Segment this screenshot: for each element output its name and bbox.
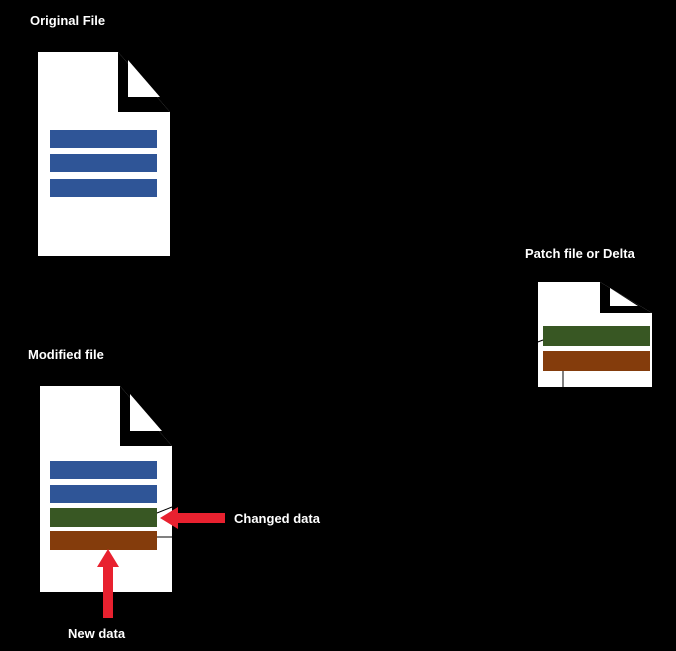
original-data-row-3 — [50, 179, 157, 197]
changed-data-label: Changed data — [234, 511, 321, 526]
modified-data-row-2 — [50, 485, 157, 503]
changed-connector-line — [156, 506, 173, 514]
patch-file-fold-inner — [610, 288, 638, 306]
modified-file-fold-inner — [130, 394, 162, 431]
modified-new-row — [50, 531, 157, 550]
original-data-row-2 — [50, 154, 157, 172]
changed-data-arrow — [160, 507, 225, 529]
patch-new-row — [543, 351, 650, 371]
patch-file-group: Patch file or Delta — [523, 246, 666, 397]
new-data-arrow — [97, 549, 119, 618]
modified-changed-row — [50, 508, 157, 527]
modified-data-row-1 — [50, 461, 157, 479]
modified-file-group: Modified file Changed data New data — [25, 347, 321, 641]
modified-file-title: Modified file — [28, 347, 104, 362]
new-data-label: New data — [68, 626, 126, 641]
patch-changed-connector — [529, 339, 544, 346]
patch-changed-row — [543, 326, 650, 346]
patch-file-title: Patch file or Delta — [525, 246, 636, 261]
original-file-icon — [22, 33, 183, 272]
original-data-row-1 — [50, 130, 157, 148]
original-file-group: Original File — [22, 13, 183, 272]
original-file-title: Original File — [30, 13, 105, 28]
original-file-fold-inner — [128, 60, 160, 97]
